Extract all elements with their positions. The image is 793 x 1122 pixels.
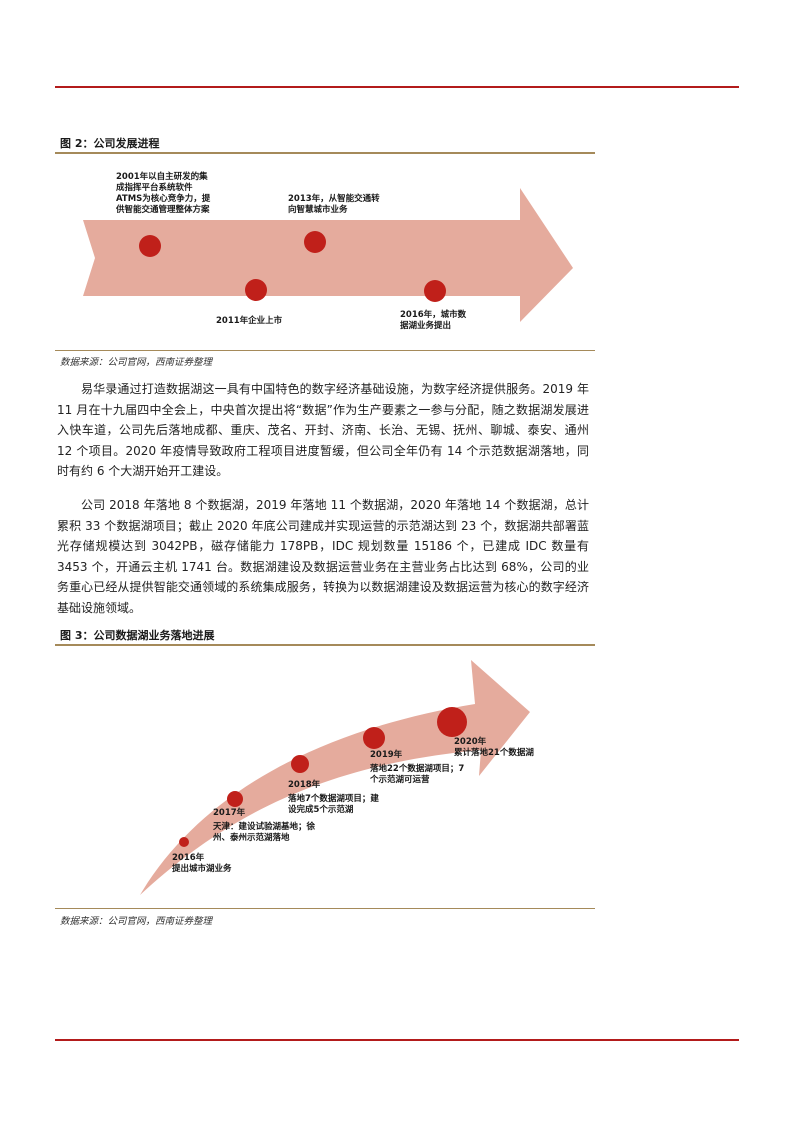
milestone-2017: 2017年 天津：建设试验湖基地；徐州、泰州示范湖落地 — [213, 808, 323, 844]
milestone-text: 天津：建设试验湖基地；徐州、泰州示范湖落地 — [213, 822, 316, 843]
development-timeline-diagram — [83, 188, 573, 322]
milestone-dot-2020 — [437, 707, 467, 737]
milestone-label-2011: 2011年企业上市 — [216, 316, 283, 326]
figure3-title: 图 3：公司数据湖业务落地进展 — [60, 629, 215, 642]
milestone-dot-2017 — [227, 791, 243, 807]
milestone-dot-2016 — [424, 280, 446, 302]
milestone-2016: 2016年 提出城市湖业务 — [172, 853, 292, 875]
figure3-top-rule — [55, 644, 595, 646]
milestone-year: 2017年 — [213, 808, 246, 818]
milestone-text: 提出城市湖业务 — [172, 864, 232, 874]
datalake-progress-diagram — [140, 660, 530, 895]
figure2-bottom-rule — [55, 350, 595, 351]
milestone-text: 落地7个数据湖项目；建设完成5个示范湖 — [288, 794, 379, 815]
figure2-source: 数据来源：公司官网，西南证券整理 — [60, 357, 213, 368]
milestone-dot-2001 — [139, 235, 161, 257]
milestone-label-2013: 2013年，从智能交通转向智慧城市业务 — [288, 194, 380, 215]
paragraph-1: 易华录通过打造数据湖这一具有中国特色的数字经济基础设施，为数字经济提供服务。20… — [57, 382, 589, 478]
paragraph-2: 公司 2018 年落地 8 个数据湖，2019 年落地 11 个数据湖，2020… — [57, 498, 589, 615]
milestone-year: 2018年 — [288, 780, 321, 790]
figure3-source: 数据来源：公司官网，西南证券整理 — [60, 916, 213, 927]
milestone-text: 累计落地21个数据湖 — [454, 748, 534, 758]
figure2-top-rule — [55, 152, 595, 154]
milestone-text: 落地22个数据湖项目；7个示范湖可运营 — [370, 764, 465, 785]
header-rule — [55, 86, 739, 88]
milestone-label-2001: 2001年以自主研发的集成指挥平台系统软件ATMS为核心竞争力，提供智能交通管理… — [116, 172, 211, 215]
milestone-year: 2019年 — [370, 750, 403, 760]
figure3-bottom-rule — [55, 908, 595, 909]
milestone-dot-2011 — [245, 279, 267, 301]
milestone-2018: 2018年 落地7个数据湖项目；建设完成5个示范湖 — [288, 780, 383, 816]
timeline-arrow — [83, 188, 573, 322]
milestone-year: 2020年 — [454, 737, 487, 747]
milestone-dot-2018 — [291, 755, 309, 773]
milestone-year: 2016年 — [172, 853, 205, 863]
milestone-dot-2013 — [304, 231, 326, 253]
footer-rule — [55, 1039, 739, 1041]
figure2-title: 图 2：公司发展进程 — [60, 137, 160, 150]
milestone-dot-2019 — [363, 727, 385, 749]
milestone-dot-2016 — [179, 837, 189, 847]
growth-arrow — [140, 660, 530, 895]
milestone-2020: 2020年 累计落地21个数据湖 — [454, 737, 564, 759]
milestone-2019: 2019年 落地22个数据湖项目；7个示范湖可运营 — [370, 750, 470, 786]
milestone-label-2016: 2016年，城市数据湖业务提出 — [400, 310, 467, 331]
